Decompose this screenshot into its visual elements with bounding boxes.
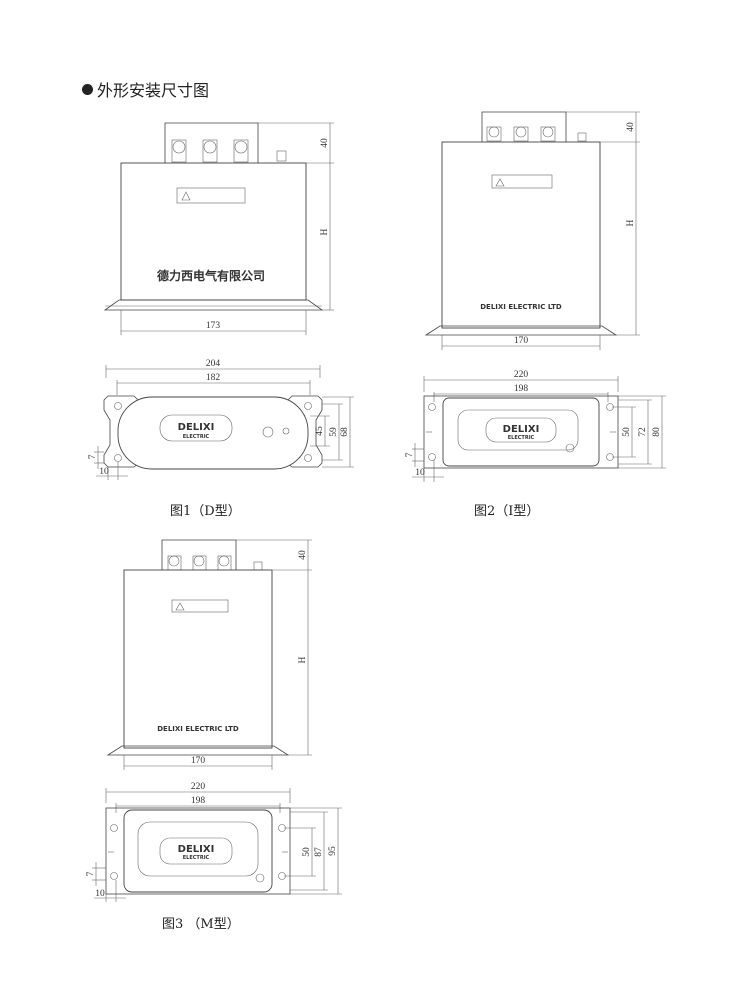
dim-d-h3: 68 [340,427,350,437]
fig3-front-view: DELIXI ELECTRIC LTD 170 40 H [106,539,312,770]
dim-i-top: 40 [626,122,636,132]
dim-i-h1: 50 [622,427,632,437]
dim-d-h1: 45 [315,426,325,436]
dim-i-inner: 198 [514,384,529,394]
section-title: 外形安装尺寸图 [97,81,210,100]
dim-d-s2: 10 [99,467,109,477]
fig2-front-view: DELIXI ELECTRIC LTD 170 40 H [424,111,640,350]
terminal-group [167,555,232,571]
brand-label-cn: 德力西电气有限公司 [157,268,265,283]
dim-d-height: H [320,228,330,235]
dim-m-inner: 198 [191,796,206,806]
dim-d-inner: 182 [206,373,221,383]
dim-i-outer: 220 [514,370,529,380]
logo-sub-m: ELECTRIC [183,855,210,861]
section-header: 外形安装尺寸图 [82,77,209,101]
terminal-group [171,139,249,163]
logo-m: DELIXI [178,844,215,855]
dim-d-width: 173 [206,321,221,331]
dim-m-h1: 50 [302,847,312,857]
fig1-top-view: 204 182 DELIXI ELECTRIC 45 59 68 7 [88,359,354,480]
caption-fig2: 图2（I型） [474,504,540,519]
dim-i-s1: 7 [405,452,415,457]
dim-d-top: 40 [320,138,330,148]
logo-d: DELIXI [178,422,215,433]
dim-m-s1: 7 [86,871,96,876]
dim-m-height: H [298,656,308,663]
dim-m-outer: 220 [191,782,206,792]
brand-label-en: DELIXI ELECTRIC LTD [157,725,239,733]
dim-m-h2: 87 [314,847,324,857]
dim-i-h2: 72 [638,427,648,437]
bullet-icon [82,83,93,95]
dim-m-width: 170 [191,756,206,766]
dim-i-h3: 80 [652,427,662,437]
terminal-group [486,126,556,142]
logo-sub-i: ELECTRIC [508,435,535,441]
dim-d-h2: 59 [329,427,339,437]
dim-m-s2: 10 [95,889,105,899]
logo-i: DELIXI [503,424,540,435]
dim-i-s2: 10 [415,468,425,478]
dim-i-width: 170 [514,336,529,346]
fig2-top-view: 220 198 DELIXI ELECTRIC 50 72 80 [405,370,666,482]
brand-label-en: DELIXI ELECTRIC LTD [480,303,562,311]
dim-d-s1: 7 [88,454,98,459]
caption-fig3: 图3 （M型） [162,917,240,932]
dim-i-height: H [626,219,636,226]
dim-m-h3: 95 [328,846,338,856]
fig3-top-view: 220 198 DELIXI ELECTRIC 50 87 95 [86,782,342,902]
fig1-front-view: 德力西电气有限公司 173 40 H [103,122,334,335]
logo-sub-d: ELECTRIC [183,434,210,440]
dim-m-top: 40 [298,550,308,560]
dim-d-outer: 204 [206,359,221,369]
caption-fig1: 图1（D型） [170,504,241,519]
